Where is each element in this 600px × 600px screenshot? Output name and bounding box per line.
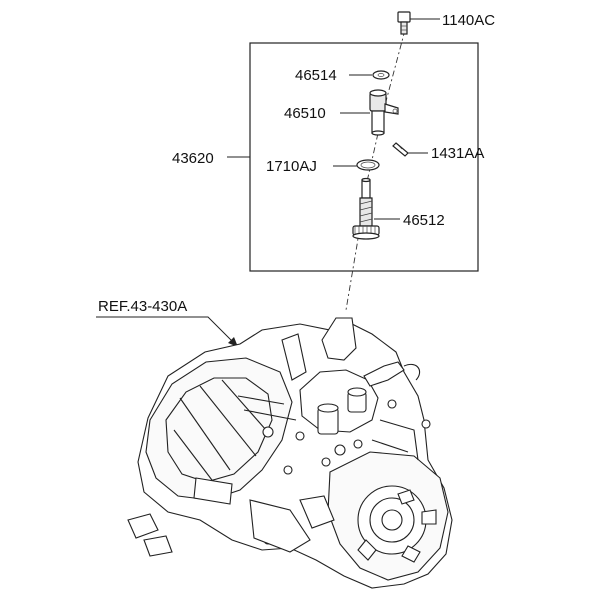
gear-label: 46512 — [403, 212, 445, 229]
assembly-label: 43620 — [172, 150, 214, 167]
gear-part — [352, 177, 380, 240]
reference-label: REF.43-430A — [98, 298, 187, 315]
pin-part — [392, 142, 409, 157]
sensor-label: 46510 — [284, 105, 326, 122]
oring-label: 1710AJ — [266, 158, 317, 175]
oring-part — [356, 159, 380, 171]
sensor-part — [369, 89, 399, 136]
reference-leader — [96, 316, 235, 344]
retainer-label: 46514 — [295, 67, 337, 84]
bolt-label: 1140AC — [442, 12, 495, 29]
pin-label: 1431AA — [431, 145, 484, 162]
retainer-part — [372, 70, 390, 80]
bolt-part — [397, 11, 411, 35]
transmission-housing — [127, 317, 453, 589]
